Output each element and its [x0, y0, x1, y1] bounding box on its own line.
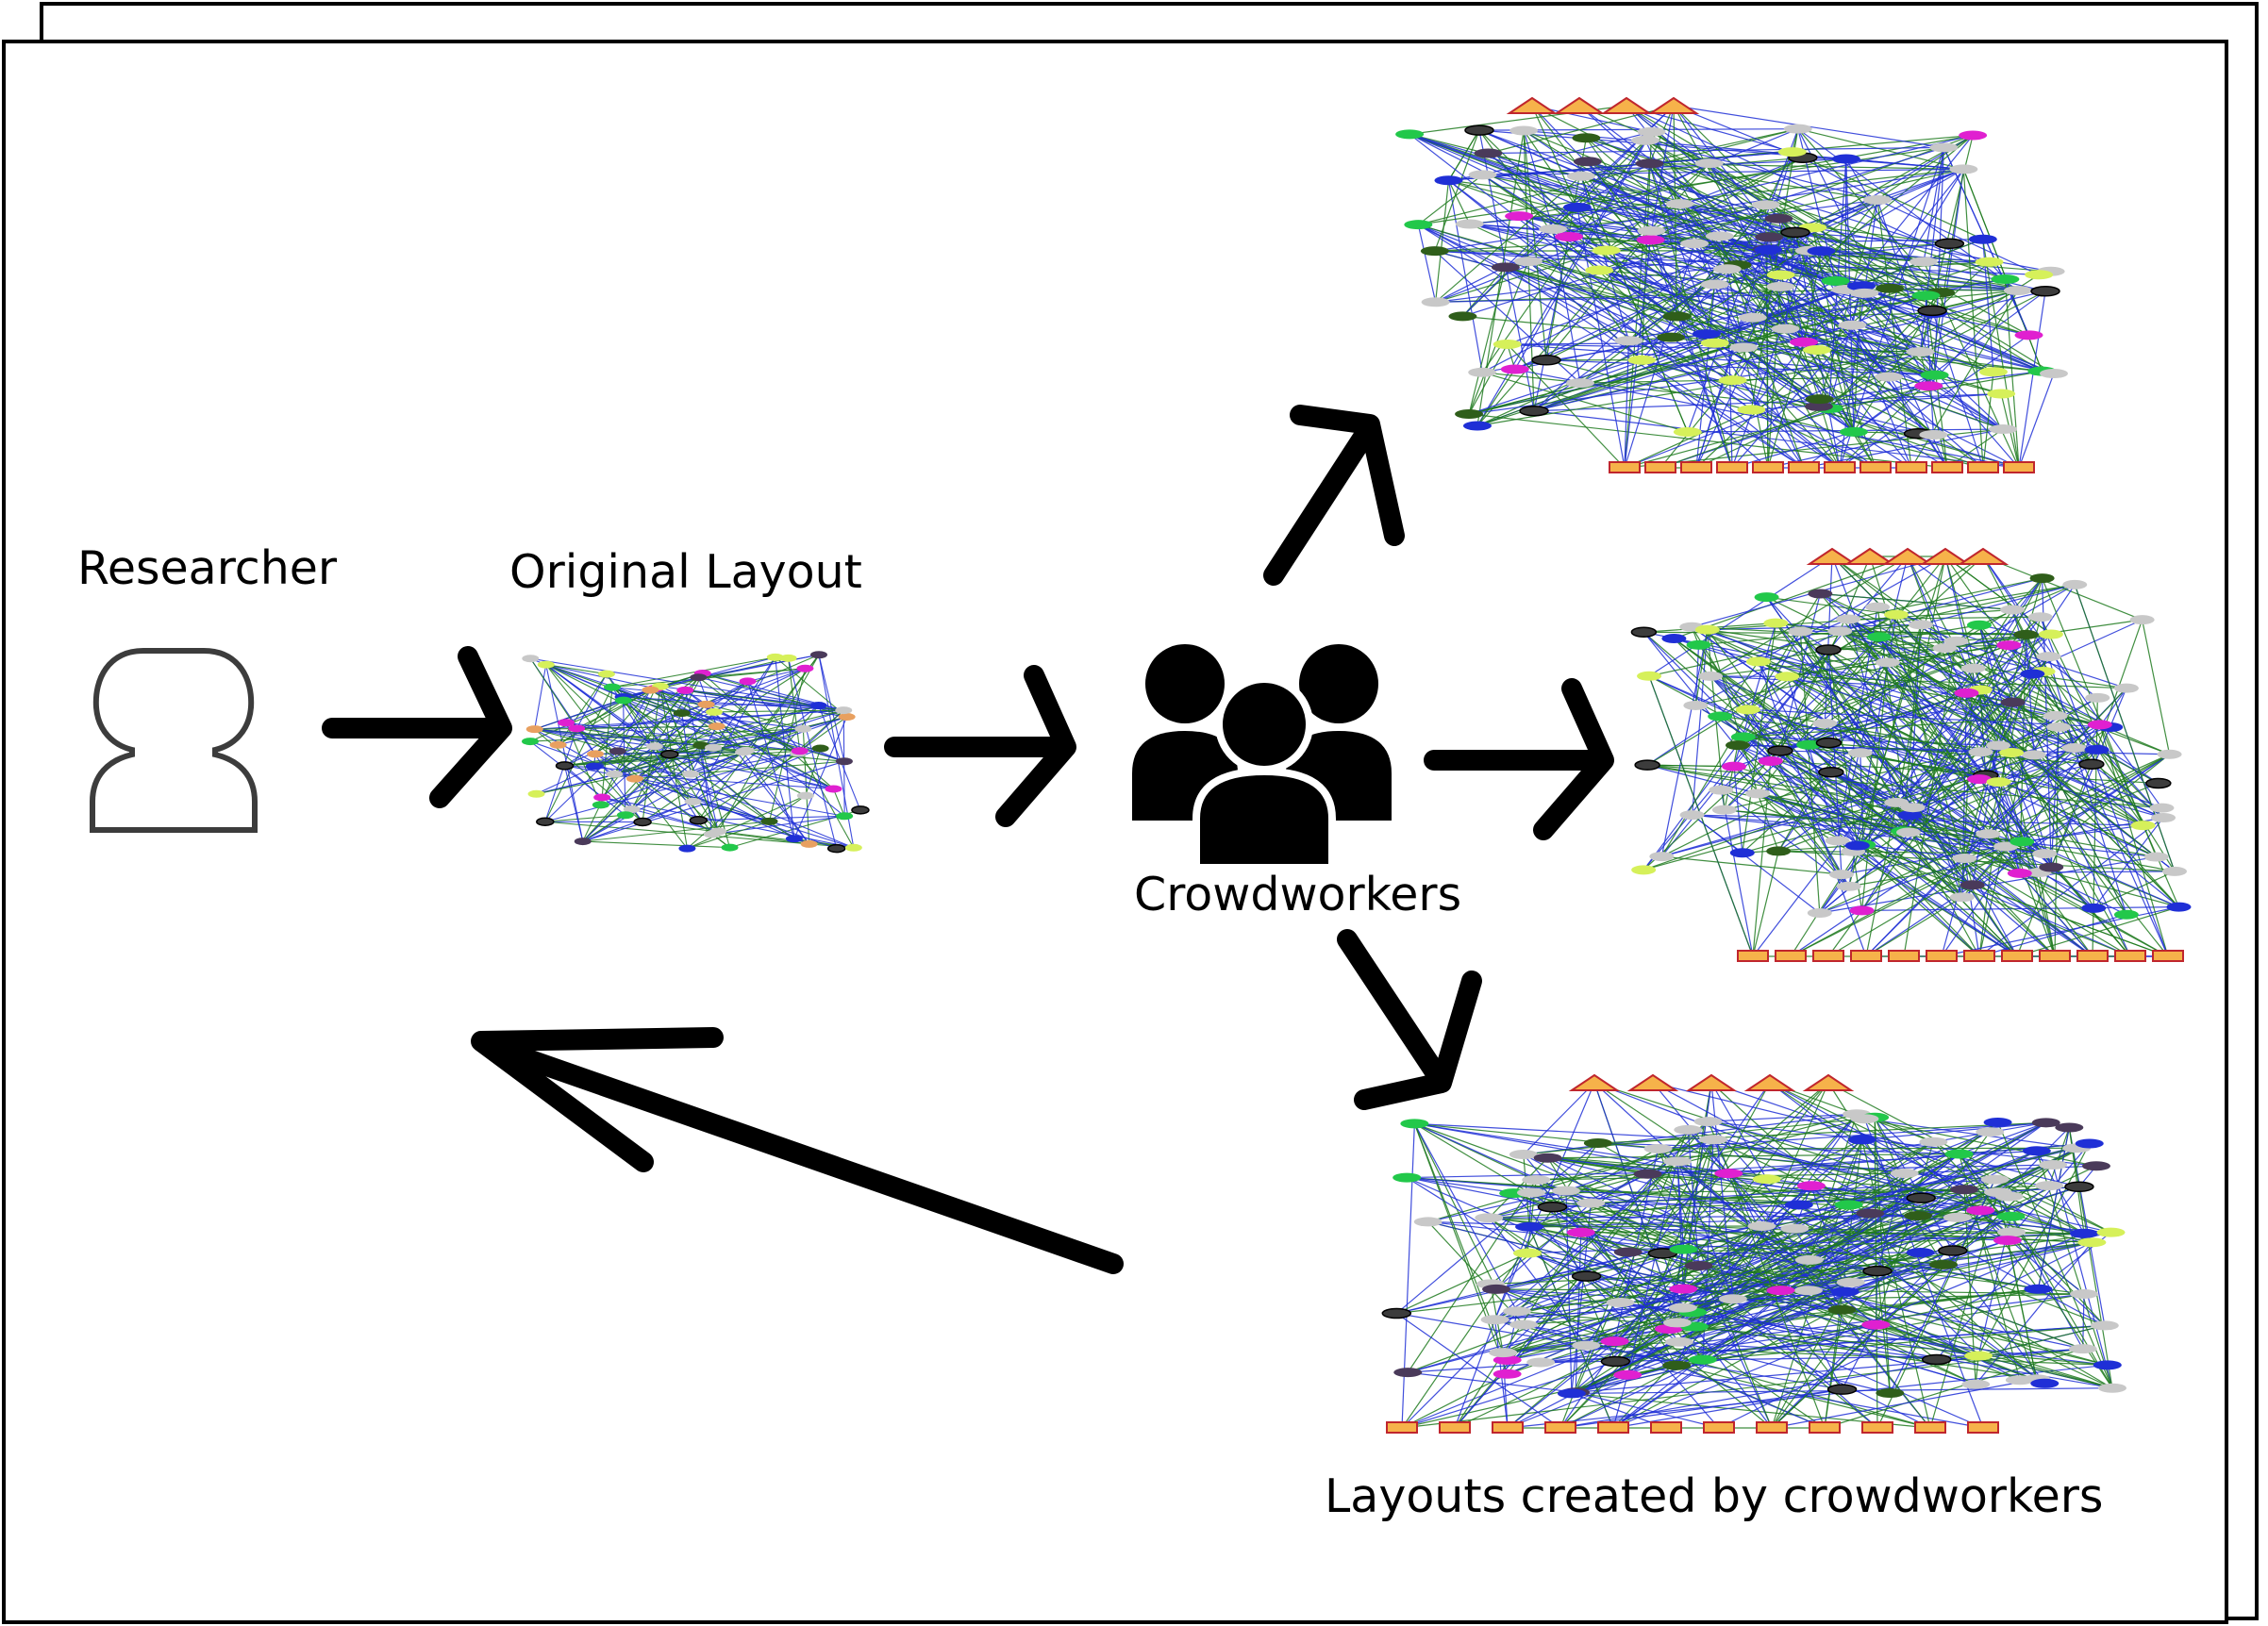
arrow-crowd-to-layout-top — [1263, 405, 1405, 586]
arrow-crowd-to-layout-mid — [1424, 678, 1614, 840]
crowd-layout-network-top — [1395, 96, 2068, 473]
arrow-researcher-to-layout — [322, 646, 512, 808]
arrow-layout-to-crowd — [884, 665, 1076, 827]
researcher-label: Researcher — [77, 541, 338, 595]
network-nodes — [1630, 547, 2192, 962]
layouts-created-label: Layouts created by crowdworkers — [1325, 1469, 2104, 1523]
network-edges — [529, 654, 861, 850]
network-nodes — [1381, 1073, 2126, 1434]
crowd-layout-network-middle — [1630, 547, 2192, 962]
original-layout-network — [522, 651, 870, 854]
network-nodes — [522, 651, 870, 854]
crowdworkers-label: Crowdworkers — [1134, 868, 1462, 921]
arrow-feedback-to-researcher — [471, 1027, 1124, 1274]
network-edges — [1643, 556, 2180, 957]
network-nodes — [1395, 96, 2068, 473]
arrow-crowd-to-layout-bottom — [1337, 929, 1482, 1110]
crowd-layout-network-bottom — [1381, 1073, 2126, 1434]
original-layout-label: Original Layout — [509, 545, 862, 599]
network-edges — [1409, 105, 2055, 469]
group-of-people-icon — [1132, 644, 1392, 871]
person-outline-icon — [90, 648, 258, 833]
